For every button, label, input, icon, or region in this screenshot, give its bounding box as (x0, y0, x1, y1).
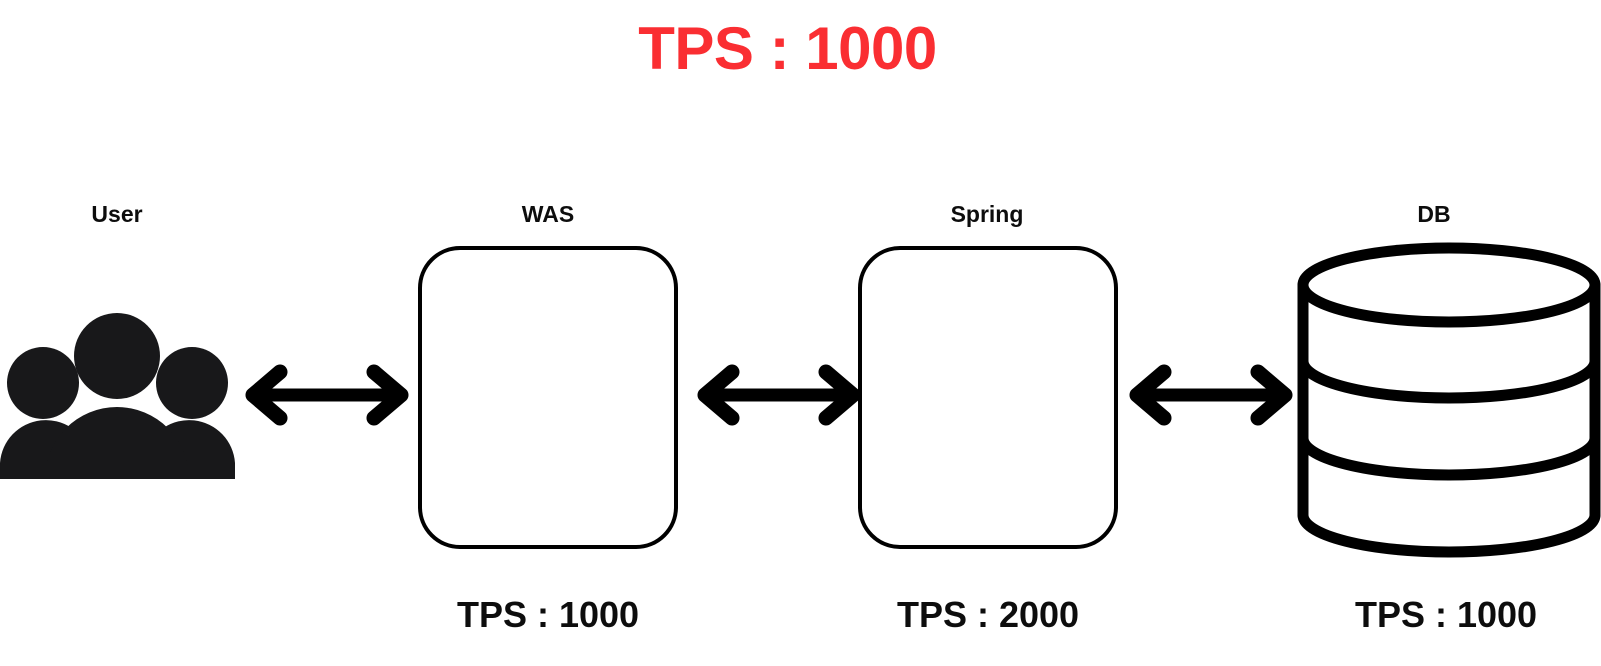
process-box-was[interactable] (418, 246, 678, 549)
connector-spring-db-arrow (1129, 364, 1293, 426)
node-label-user: User (91, 201, 143, 227)
tps-label-spring: TPS : 2000 (896, 594, 1080, 635)
node-label-was: WAS (521, 201, 575, 227)
tps-label-was: TPS : 1000 (456, 594, 640, 635)
tps-label-db: TPS : 1000 (1354, 594, 1538, 635)
connector-user-was-arrow (245, 364, 409, 426)
page-title: TPS : 1000 (638, 15, 937, 82)
database-cylinder-icon[interactable] (1296, 242, 1601, 558)
node-label-db: DB (1417, 201, 1451, 227)
users-group-icon (0, 313, 238, 479)
node-label-spring: Spring (950, 201, 1024, 227)
connector-was-spring-arrow (697, 364, 861, 426)
process-box-spring[interactable] (858, 246, 1118, 549)
